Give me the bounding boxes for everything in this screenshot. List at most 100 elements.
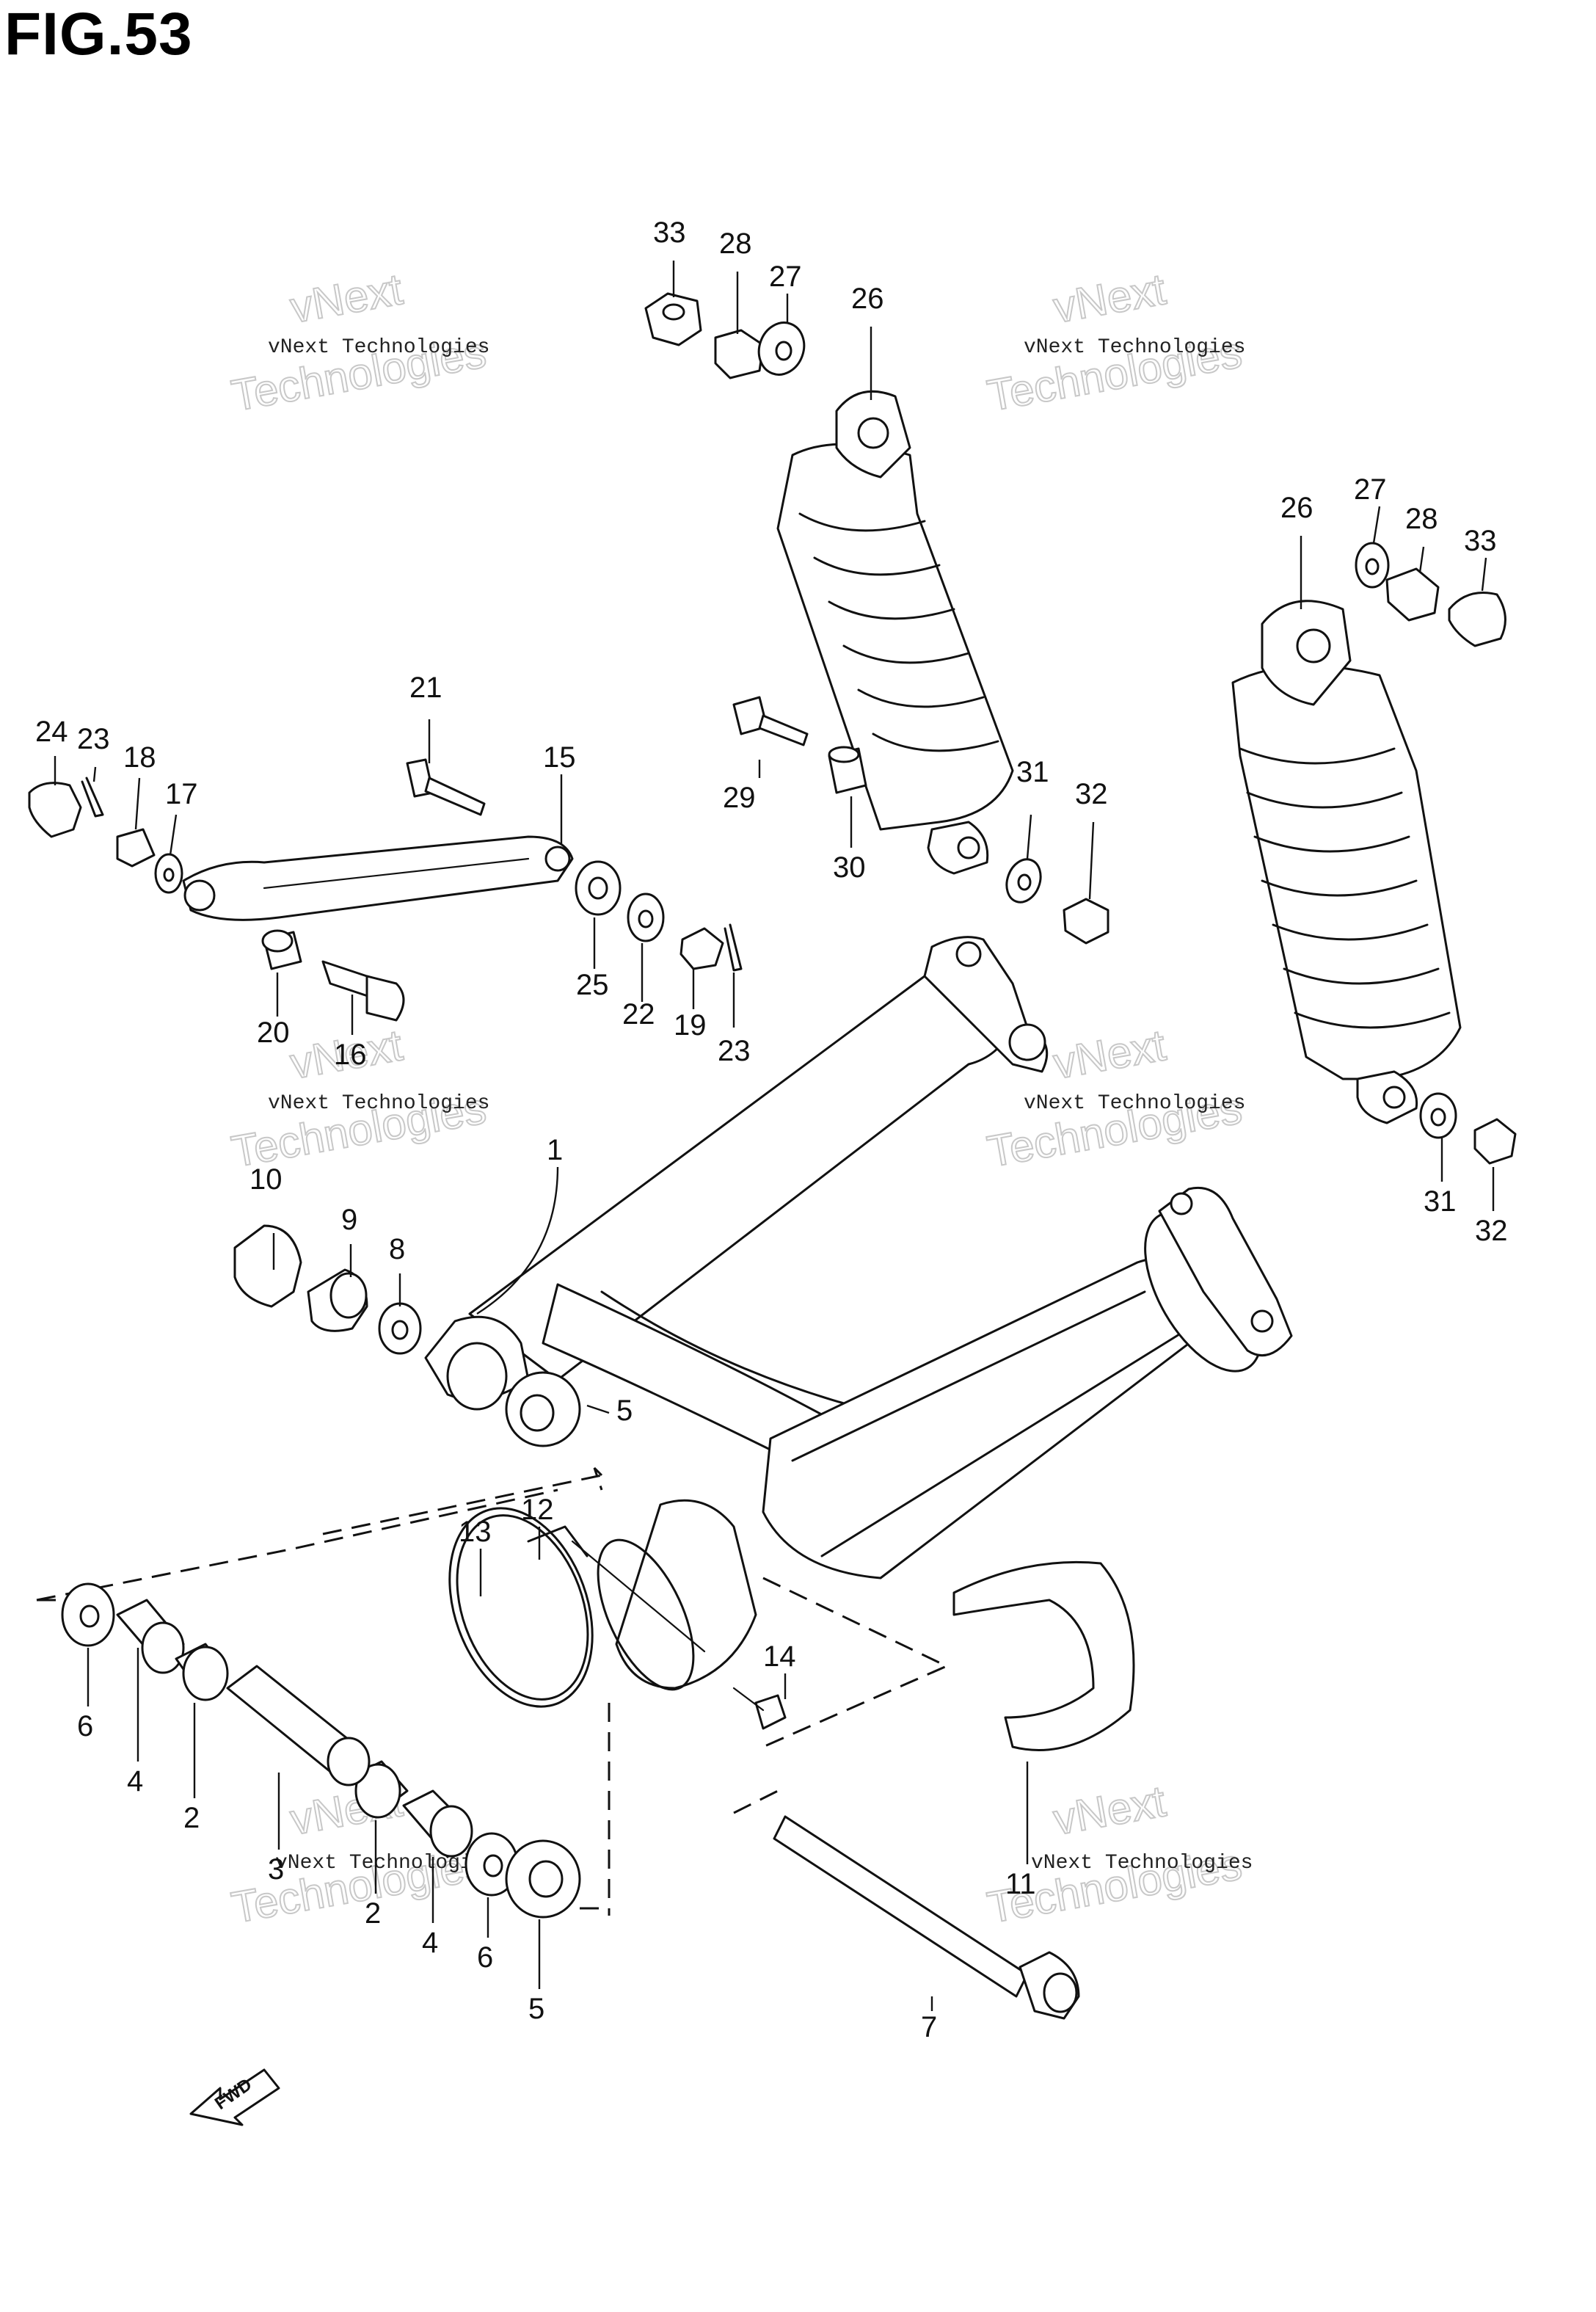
part-7-axle-bolt [773,1815,1080,2020]
swing-arm [424,936,1293,1691]
svg-text:vNext Technologies: vNext Technologies [1024,1092,1245,1115]
part-11-cover [952,1560,1135,1751]
callout-21: 21 [409,672,442,704]
callout-1: 1 [547,1134,563,1166]
part-22-washer [627,893,665,942]
part-21-bolt [406,758,486,816]
part-28-collar-left [714,329,765,379]
part-6-washer-left [61,1582,115,1647]
figure-title: FIG.53 [4,1,193,68]
leader-lines [54,261,1495,2011]
callout-16: 16 [334,1039,367,1071]
callout-13: 13 [459,1516,492,1548]
fwd-arrow-icon: FWD [189,2068,280,2126]
svg-text:vNext: vNext [1050,1776,1170,1844]
svg-text:vNext: vNext [1050,1020,1170,1088]
callout-8: 8 [389,1233,405,1265]
part-4-spacer-left [116,1599,185,1674]
callout-18: 18 [123,741,156,774]
callout-33-left: 33 [653,217,686,249]
svg-text:vNext Technologies: vNext Technologies [268,336,489,359]
part-33-cap-right [1448,592,1506,647]
part-31-washer-right [1419,1092,1457,1139]
part-27-washer-right [1355,542,1390,589]
svg-text:vNext: vNext [287,264,407,332]
part-2-bearing-left [175,1643,229,1701]
part-26-shock-left [776,390,1014,875]
callout-32-right: 32 [1475,1215,1508,1247]
callout-25: 25 [576,969,609,1001]
callout-27-left: 27 [769,261,802,293]
part-32-nut-right [1473,1118,1517,1165]
part-8-washer [378,1302,422,1355]
callout-15: 15 [543,741,576,774]
part-28-collar-right [1385,567,1440,622]
callout-6-left: 6 [77,1710,93,1742]
callout-31-right: 31 [1424,1185,1457,1218]
part-3-sleeve [226,1665,371,1786]
part-12-boot [527,1525,706,1653]
part-9-bushing [307,1268,368,1332]
callout-7: 7 [921,2011,937,2043]
part-29-bolt [732,696,809,746]
part-30-collar [828,746,867,794]
callout-24: 24 [35,716,68,748]
part-26-shock-right [1231,600,1462,1124]
part-5-seal-upper [505,1371,581,1447]
callout-2-left: 2 [183,1802,200,1834]
part-27-washer-left [757,321,806,376]
part-20-collar [261,929,302,970]
callout-20: 20 [257,1017,290,1049]
callout-23-left: 23 [77,723,110,755]
callout-28-left: 28 [719,228,752,260]
part-10-cap [233,1224,302,1308]
watermark-2: Technologies vNext vNext Technologies [983,263,1247,421]
callout-2-right: 2 [365,1897,381,1930]
part-14-screw [732,1687,787,1730]
part-17-washer [154,853,183,894]
svg-text:vNext Technologies: vNext Technologies [275,1852,497,1875]
svg-text:vNext: vNext [1050,264,1170,332]
callout-12: 12 [521,1494,554,1526]
callout-19: 19 [674,1009,707,1042]
callout-14: 14 [763,1640,796,1673]
watermark-1: Technologies vNext vNext Technologies [227,263,491,421]
callout-29: 29 [723,782,756,814]
callout-5-lower: 5 [528,1993,544,2025]
callout-27-right: 27 [1354,473,1387,506]
part-31-washer-left [1005,858,1042,904]
callout-28-right: 28 [1405,503,1438,535]
watermark-6: Technologies vNext vNext Technologies [983,1775,1253,1933]
part-33-nut-left [644,292,702,346]
callout-5-upper: 5 [616,1395,633,1427]
part-23-cotter-pin-left [81,777,104,818]
callout-6-right: 6 [477,1941,493,1974]
callout-10: 10 [249,1163,283,1196]
part-24-cap [28,782,82,838]
callout-23-right: 23 [718,1035,751,1067]
callout-11: 11 [1005,1868,1036,1900]
part-32-nut-left [1063,898,1109,945]
part-5-seal-lower [505,1839,581,1919]
svg-text:vNext Technologies: vNext Technologies [1024,336,1245,359]
svg-text:vNext Technologies: vNext Technologies [268,1092,489,1115]
callout-26-right: 26 [1280,492,1313,524]
part-13-clamp [448,1507,594,1708]
callout-3: 3 [268,1853,284,1886]
callout-31-left: 31 [1016,756,1049,788]
part-15-torque-link [182,835,574,921]
callout-33-right: 33 [1464,525,1497,557]
callout-26-left: 26 [851,283,884,315]
watermark-4: Technologies vNext vNext Technologies [983,1019,1247,1177]
callout-17: 17 [165,778,198,810]
part-16-bolt [321,960,405,1022]
part-19-nut [679,927,724,970]
svg-text:vNext Technologies: vNext Technologies [1031,1852,1253,1875]
callout-9: 9 [341,1204,357,1236]
part-23-cotter-pin-right [724,923,743,972]
callout-32-left: 32 [1075,778,1108,810]
callout-4-left: 4 [127,1765,143,1797]
part-25-bushing [575,860,622,916]
